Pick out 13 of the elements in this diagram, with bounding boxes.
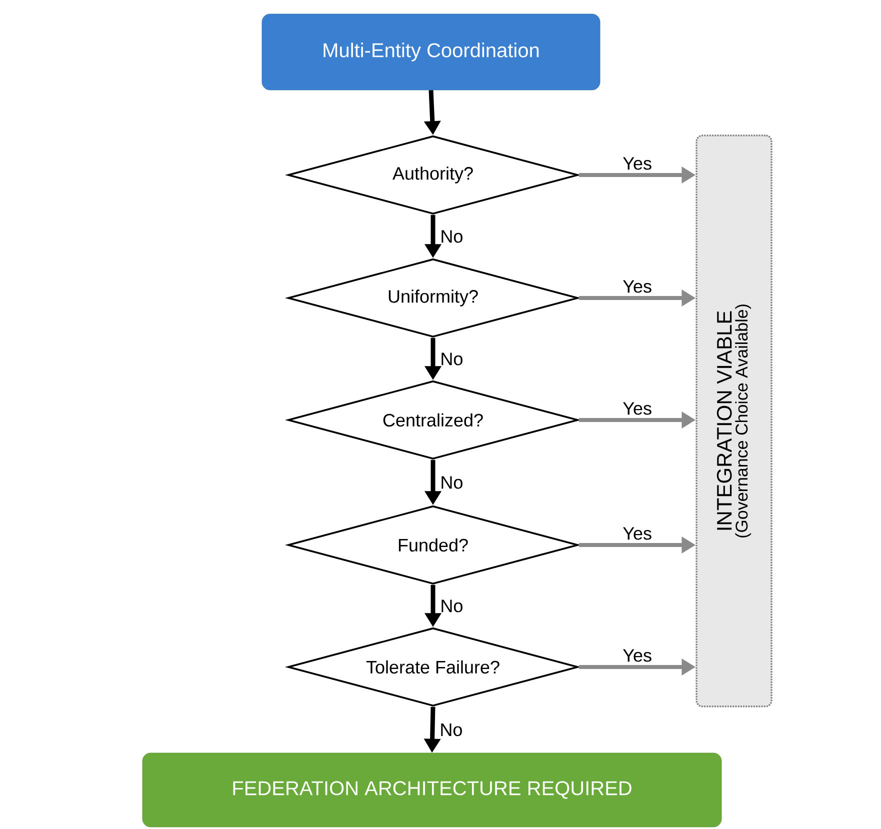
result-box: FEDERATION ARCHITECTURE REQUIRED xyxy=(142,752,722,828)
edge-label: No xyxy=(441,724,462,736)
edge-label: No xyxy=(442,600,462,612)
edge-label: Yes xyxy=(623,402,652,415)
edge-label: Yes xyxy=(623,157,652,170)
edge-label: No xyxy=(442,352,462,366)
edge-label: Yes xyxy=(623,527,652,540)
edge-label: Yes xyxy=(623,280,652,293)
outcome-box: INTEGRATION VIABLE (Governance Choice Available) xyxy=(696,134,772,708)
start-box: Multi-Entity Coordination xyxy=(262,14,600,90)
edge-label: No xyxy=(442,476,462,489)
edge-label: No xyxy=(442,230,462,243)
edge-label: Yes xyxy=(623,649,652,662)
